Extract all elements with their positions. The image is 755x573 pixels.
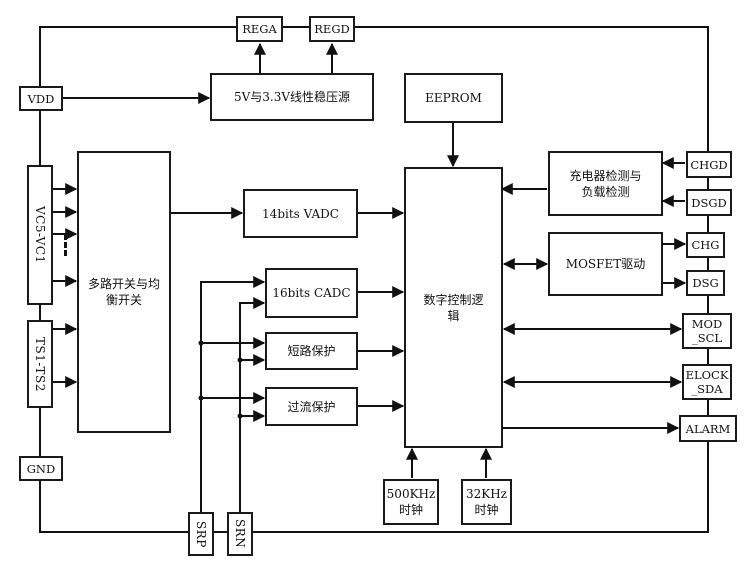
mux-block: 多路开关与均 衡开关 [77, 151, 171, 433]
chgd-pin: CHGD [686, 151, 732, 178]
srp-to-cadc-wire [200, 276, 266, 512]
eeprom-block: EEPROM [404, 73, 503, 123]
short-protect-block: 短路保护 [265, 332, 358, 370]
alarm-pin: ALARM [679, 415, 737, 442]
charger-detect-label-2: 负载检测 [581, 184, 630, 199]
ts-pin-label: TS1-TS2 [33, 336, 47, 392]
logic-label-2: 辑 [447, 308, 460, 323]
vc-pin: VC5-VC1 [27, 165, 53, 305]
srp-pin-label: SRP [194, 520, 208, 548]
dsgd-pin: DSGD [686, 189, 732, 216]
elock-sda-pin: ELOCK _SDA [682, 364, 732, 400]
vc-ellipsis [64, 234, 70, 256]
ts-pin: TS1-TS2 [27, 320, 53, 408]
cadc-block: 16bits CADC [265, 268, 358, 318]
mosfet-driver-block: MOSFET驱动 [548, 232, 663, 296]
mod-scl-line-2: _SCL [691, 331, 723, 345]
chg-pin: CHG [686, 232, 725, 258]
elock-sda-line-2: _SDA [691, 382, 723, 396]
mod-scl-line-1: MOD [691, 317, 723, 331]
vadc-block: 14bits VADC [243, 189, 358, 238]
mux-label-1: 多路开关与均 [87, 277, 160, 291]
overcurrent-protect-block: 过流保护 [265, 387, 358, 426]
srp-pin: SRP [188, 512, 214, 556]
rega-pin: REGA [236, 16, 283, 42]
clk32-block: 32KHz 时钟 [461, 479, 512, 525]
elock-sda-line-1: ELOCK [685, 368, 729, 382]
clk500-label-2: 时钟 [398, 503, 423, 517]
clk32-label-2: 时钟 [474, 503, 499, 517]
charger-detect-label-1: 充电器检测与 [569, 168, 642, 183]
logic-label-1: 数字控制逻 [423, 292, 484, 307]
regd-pin: REGD [309, 16, 355, 42]
vc-pin-label: VC5-VC1 [33, 206, 47, 264]
mod-scl-pin: MOD _SCL [682, 313, 732, 349]
clk32-label-1: 32KHz [465, 487, 508, 501]
srn-pin-label: SRN [233, 519, 247, 549]
regulator-block: 5V与3.3V线性稳压源 [210, 73, 374, 121]
vdd-pin: VDD [19, 86, 63, 111]
srn-pin: SRN [227, 512, 253, 556]
clk500-label-1: 500KHz [386, 487, 436, 501]
gnd-pin: GND [19, 456, 63, 481]
logic-block: 数字控制逻 辑 [404, 167, 503, 448]
mux-label-2: 衡开关 [105, 293, 142, 307]
srn-to-cadc-wire [239, 297, 266, 512]
charger-detect-block: 充电器检测与 负载检测 [548, 151, 663, 216]
clk500-block: 500KHz 时钟 [383, 479, 439, 525]
dsg-pin: DSG [686, 270, 725, 296]
